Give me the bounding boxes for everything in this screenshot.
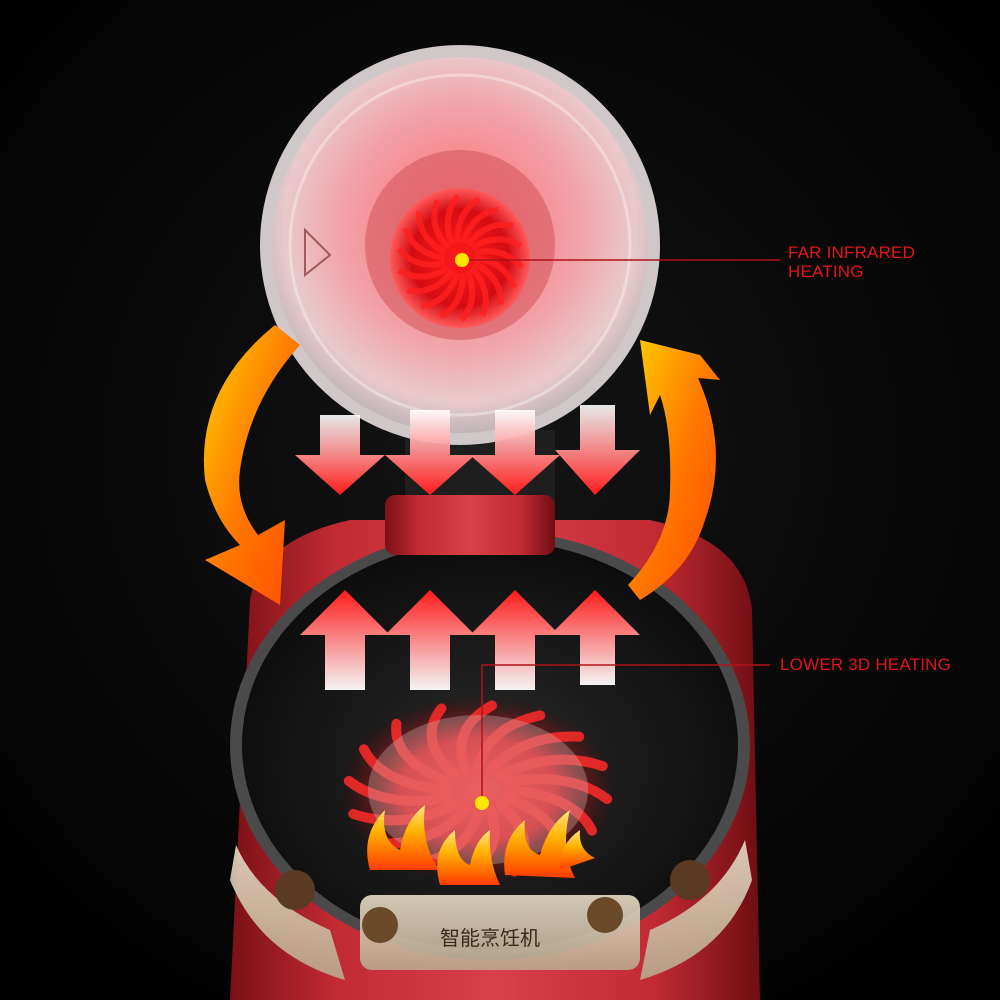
- curved-arrow-icon: [628, 340, 720, 600]
- lower-3d-heating-label: LOWER 3D HEATING: [780, 655, 990, 674]
- swirl-blade: [470, 236, 523, 251]
- arrow-up-icon: [300, 590, 390, 690]
- far-infrared-line1: FAR INFRARED: [788, 243, 916, 262]
- swirl-blade: [454, 196, 482, 243]
- swirl-blade: [503, 774, 613, 805]
- swirl-blade: [343, 775, 453, 806]
- swirl-blade: [420, 272, 461, 310]
- arrow-up-icon: [470, 590, 560, 690]
- swirl-blade: [459, 270, 476, 322]
- swirl-blade: [459, 206, 500, 244]
- lower-3d-heating-text: LOWER 3D HEATING: [780, 655, 952, 674]
- swirl-blade: [431, 199, 451, 251]
- swirl-blade: [438, 273, 466, 320]
- swirl-blade: [402, 227, 446, 261]
- far-infrared-heating-label: FAR INFRARED HEATING: [788, 243, 958, 281]
- swirl-blade: [456, 700, 497, 776]
- arrow-down-icon: [555, 405, 640, 495]
- swirl-blade: [485, 731, 585, 776]
- swirl-blade: [348, 800, 461, 826]
- far-infrared-line2: HEATING: [788, 262, 864, 281]
- arrow-down-icon: [295, 415, 385, 495]
- swirl-blade: [473, 710, 546, 774]
- callout-leaders: [455, 253, 780, 810]
- control-panel: 智能烹饪机: [230, 840, 752, 980]
- heat-arrows-down: [295, 405, 640, 495]
- arrow-down-icon: [470, 410, 560, 495]
- arrow-down-icon: [385, 410, 475, 495]
- swirl-blade: [465, 221, 514, 247]
- swirl-blade: [416, 211, 447, 256]
- swirl-blade: [473, 260, 504, 305]
- swirl-blade: [495, 754, 608, 780]
- flame-icon: [367, 805, 595, 885]
- arrow-up-icon: [550, 590, 640, 685]
- heat-arrows-up: [300, 590, 640, 690]
- swirl-blade: [406, 269, 455, 295]
- marker-icon: [455, 253, 469, 267]
- arrow-up-icon: [385, 590, 475, 690]
- lid: [260, 45, 660, 445]
- marker-icon: [475, 796, 489, 810]
- swirl-blade: [397, 265, 450, 280]
- panel-brand-label: 智能烹饪机: [440, 926, 540, 950]
- swirl-blade: [396, 246, 447, 268]
- swirl-blade: [358, 744, 451, 795]
- circulation-arrows: [203, 325, 720, 605]
- swirl-blade: [474, 255, 518, 289]
- swirl-blade: [444, 194, 461, 246]
- swirl-blade: [473, 248, 524, 270]
- swirl-blade: [505, 785, 598, 836]
- swirl-blade: [469, 265, 489, 317]
- swirl-blade: [391, 718, 453, 787]
- curved-arrow-icon: [203, 325, 300, 605]
- swirl-blade: [426, 703, 461, 780]
